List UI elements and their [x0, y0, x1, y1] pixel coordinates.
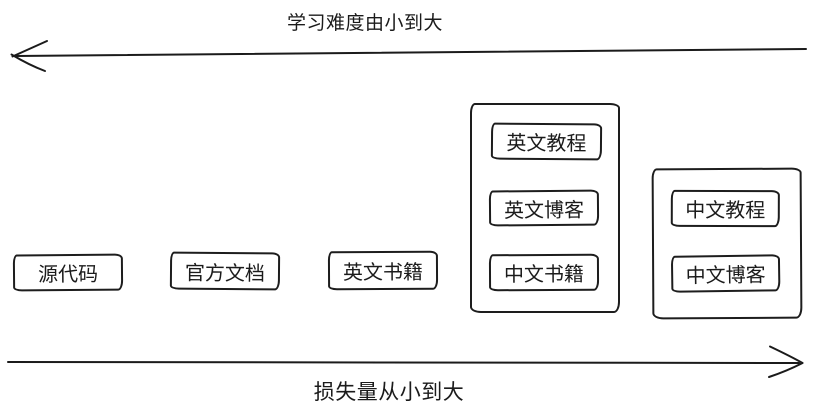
node-label: 源代码	[37, 263, 99, 287]
node-label: 中文教程	[685, 199, 766, 223]
loss-axis-label: 损失量从小到大	[313, 381, 465, 404]
node-chinese-books: 中文书籍	[488, 253, 600, 292]
node-official-docs: 官方文档	[169, 251, 281, 291]
node-label: 英文教程	[506, 132, 587, 156]
arrow-right-icon	[7, 345, 804, 378]
node-english-books: 英文书籍	[327, 250, 439, 291]
node-label: 中文书籍	[503, 263, 585, 287]
node-english-tutorials: 英文教程	[490, 122, 603, 161]
group-medium-difficulty: 英文教程 英文博客 中文书籍	[470, 103, 620, 313]
node-chinese-blogs: 中文博客	[670, 254, 781, 293]
group-easy-difficulty: 中文教程 中文博客	[651, 167, 803, 320]
node-english-blogs: 英文博客	[488, 189, 600, 227]
node-label: 官方文档	[184, 262, 266, 285]
node-chinese-tutorials: 中文教程	[670, 189, 780, 228]
arrow-left-icon	[10, 40, 807, 72]
node-label: 英文博客	[503, 199, 585, 222]
node-label: 中文博客	[685, 264, 766, 288]
node-label: 英文书籍	[342, 261, 424, 285]
node-source-code: 源代码	[12, 253, 124, 292]
difficulty-axis-label: 学习难度由小到大	[286, 13, 443, 34]
